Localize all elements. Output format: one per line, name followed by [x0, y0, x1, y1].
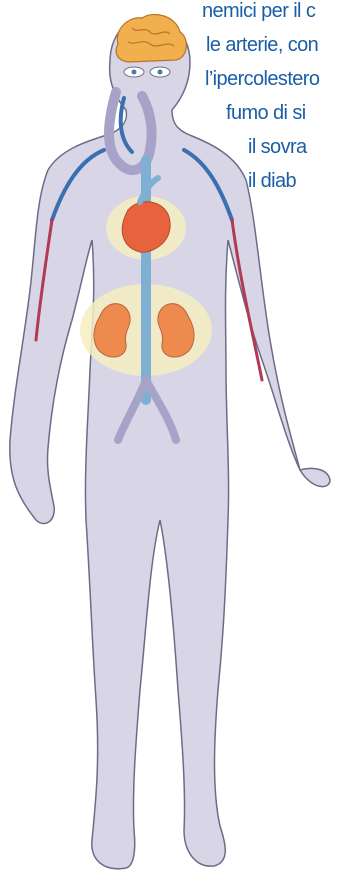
caption-line-5: il sovra [248, 136, 307, 159]
caption-line-6: il diab [248, 170, 296, 193]
brain-icon [116, 14, 186, 62]
caption-line-4: fumo di si [226, 102, 306, 125]
caption-line-1: nemici per il c [202, 0, 315, 23]
caption-line-3: l’ipercolestero [205, 68, 319, 91]
eye-pupil [158, 70, 163, 75]
eye-pupil [132, 70, 137, 75]
caption-line-2: le arterie, con [206, 34, 318, 57]
